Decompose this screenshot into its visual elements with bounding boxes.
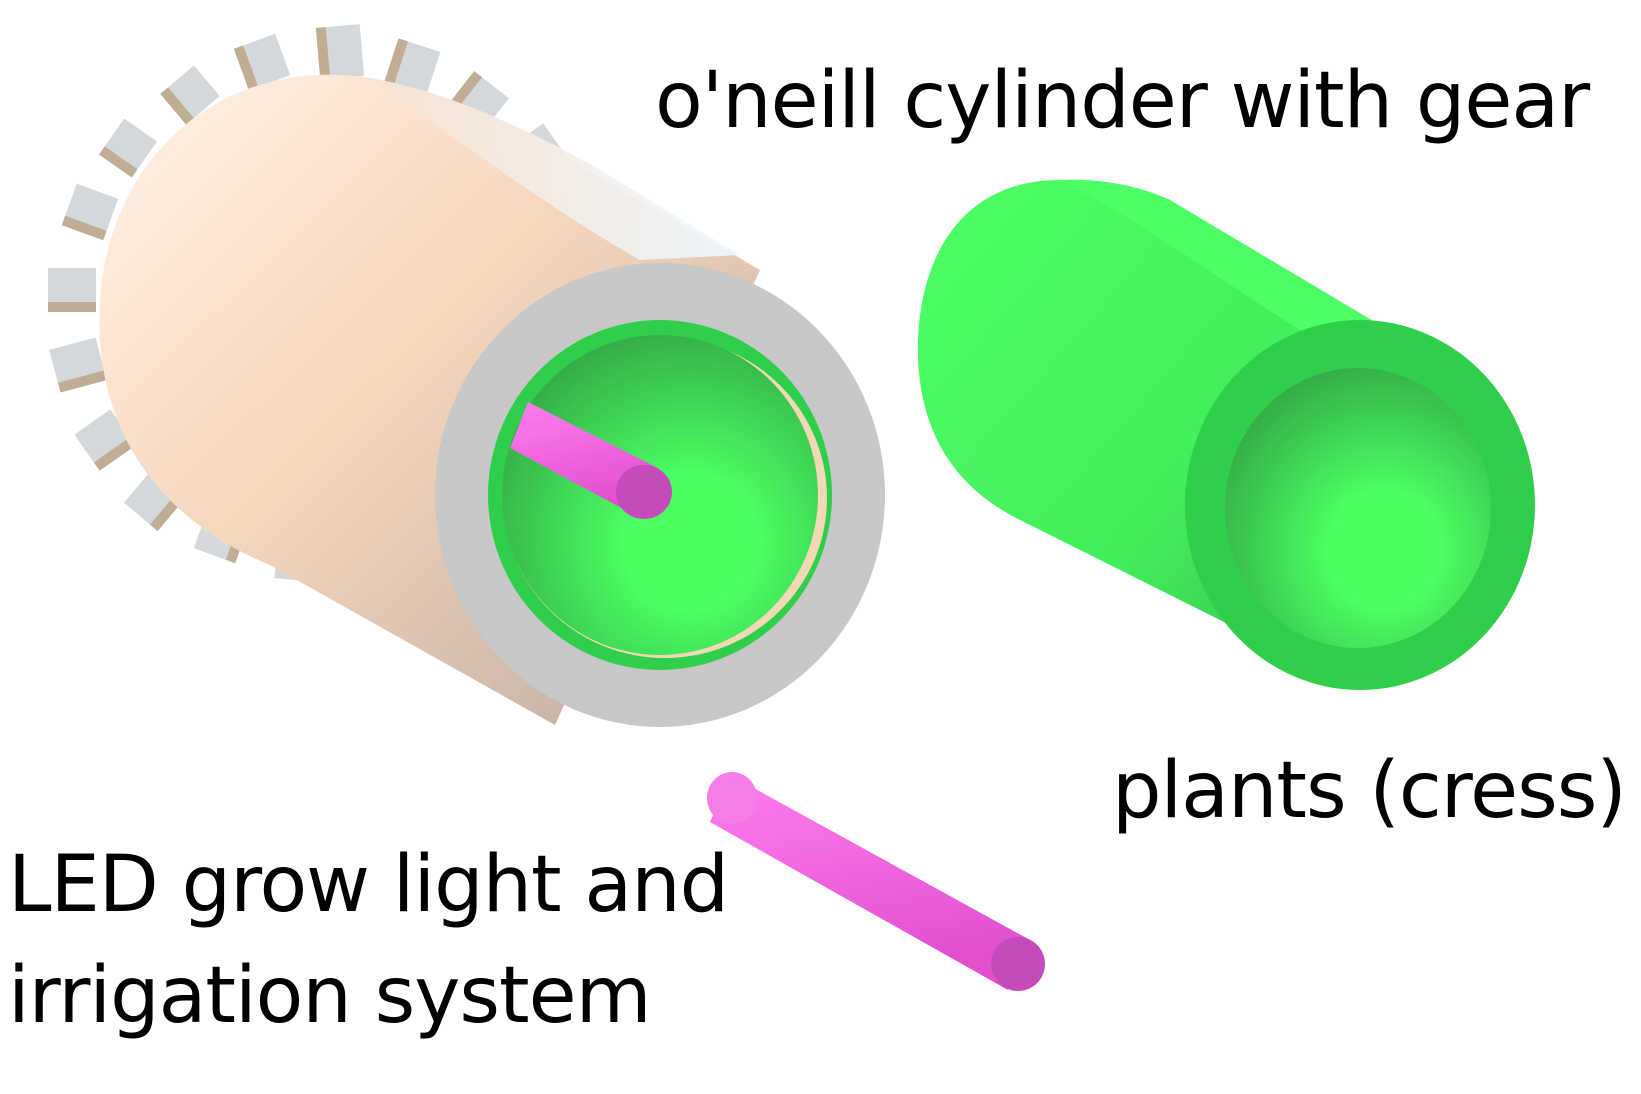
plants-cylinder	[917, 179, 1535, 691]
inner-led-rod	[510, 402, 672, 519]
led-grow-light-rod	[707, 772, 1045, 991]
label-led-grow-light: LED grow light and irrigation system	[8, 830, 768, 1052]
label-plants: plants (cress)	[1112, 746, 1627, 836]
label-led-line-2: irrigation system	[8, 950, 652, 1041]
oneill-cylinder	[99, 74, 885, 727]
label-led-line-1: LED grow light and	[8, 840, 729, 930]
label-oneill-cylinder: o'neill cylinder with gear	[655, 56, 1590, 146]
